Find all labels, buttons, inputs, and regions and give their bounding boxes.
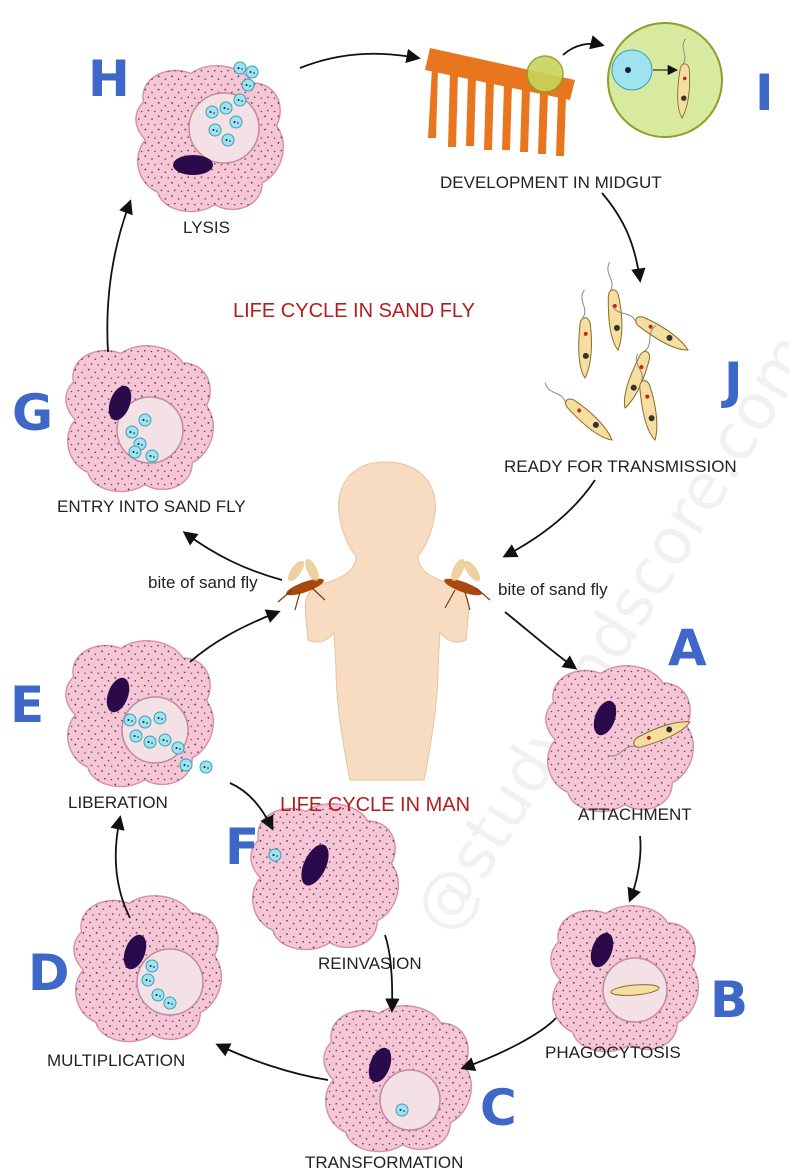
stage-letter-b: B: [710, 971, 748, 1029]
stage-letter-i: I: [755, 64, 774, 122]
cell-phagocytosis: [551, 906, 698, 1052]
stage-label-attachment: ATTACHMENT: [578, 805, 692, 824]
stage-label-development-in-midgut: DEVELOPMENT IN MIDGUT: [440, 173, 662, 192]
stage-label-transformation: TRANSFORMATION: [305, 1153, 463, 1171]
stage-letter-f: F: [225, 818, 259, 876]
stage-label-multiplication: MULTIPLICATION: [47, 1051, 185, 1070]
stage-letter-g: G: [12, 384, 53, 442]
title-life-cycle-sand-fly: LIFE CYCLE IN SAND FLY: [233, 300, 475, 322]
human-silhouette: [305, 462, 468, 780]
midgut-illustration: [425, 48, 575, 156]
bite-label-left: bite of sand fly: [148, 573, 258, 592]
midgut-zoom-circle: [608, 23, 722, 137]
stage-letter-a: A: [668, 619, 707, 677]
cell-reinvasion: [251, 804, 398, 950]
cell-transformation: [324, 1006, 471, 1152]
bite-label-right: bite of sand fly: [498, 580, 608, 599]
cell-entry-into-sand-fly: [66, 346, 213, 492]
stage-label-phagocytosis: PHAGOCYTOSIS: [545, 1043, 681, 1062]
cell-multiplication: [74, 896, 221, 1042]
stage-letter-j: J: [721, 352, 743, 410]
stage-letter-c: C: [480, 1079, 517, 1137]
stage-letter-h: H: [88, 50, 130, 108]
title-life-cycle-man: LIFE CYCLE IN MAN: [280, 794, 470, 816]
cell-liberation: [66, 641, 213, 787]
stage-label-liberation: LIBERATION: [68, 793, 168, 812]
cell-lysis: [136, 62, 283, 212]
stage-label-entry-into-sand-fly: ENTRY INTO SAND FLY: [57, 497, 246, 516]
stage-label-lysis: LYSIS: [183, 218, 230, 237]
stage-letter-e: E: [10, 676, 44, 734]
cell-attachment: [546, 666, 693, 812]
promastigote-cluster: [540, 262, 692, 444]
stage-letter-d: D: [28, 944, 70, 1002]
stage-label-ready-for-transmission: READY FOR TRANSMISSION: [504, 457, 737, 476]
stage-label-reinvasion: REINVASION: [318, 954, 422, 973]
